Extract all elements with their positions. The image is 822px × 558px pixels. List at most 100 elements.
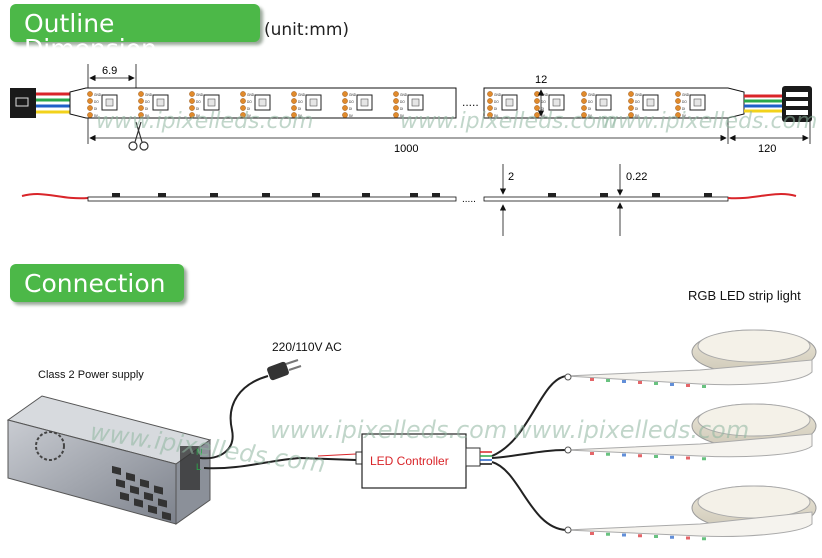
pad-dot bbox=[393, 98, 399, 104]
pad-dot bbox=[581, 91, 587, 97]
watermark-2: www.ipixelleds.com bbox=[400, 109, 617, 134]
led-controller: LED Controller bbox=[355, 433, 492, 489]
strip-ellipsis: ..... bbox=[462, 95, 479, 109]
pad-dot bbox=[189, 91, 195, 97]
side-led-chip bbox=[112, 193, 120, 197]
pad-label: GND bbox=[94, 93, 102, 97]
pad-dot bbox=[393, 91, 399, 97]
pad-dot bbox=[393, 112, 399, 118]
side-led-chip bbox=[410, 193, 418, 197]
pad-label: GND bbox=[635, 93, 643, 97]
pad-label: GND bbox=[494, 93, 502, 97]
pad-label: DO bbox=[400, 100, 405, 104]
pad-label: 5V bbox=[298, 114, 303, 118]
pad-dot bbox=[291, 91, 297, 97]
side-led-chip bbox=[210, 193, 218, 197]
pad-label: DI bbox=[196, 107, 199, 111]
pad-label: DO bbox=[94, 100, 99, 104]
pad-dot bbox=[342, 112, 348, 118]
pad-label: DI bbox=[247, 107, 250, 111]
pad-dot bbox=[240, 112, 246, 118]
pad-dot bbox=[87, 112, 93, 118]
pad-label: DI bbox=[588, 107, 591, 111]
pad-dot bbox=[87, 98, 93, 104]
power-supply-label: Class 2 Power supply bbox=[38, 369, 144, 381]
pad-label: DI bbox=[145, 107, 148, 111]
pad-dot bbox=[534, 91, 540, 97]
scissors-icon bbox=[128, 121, 149, 151]
pad-label: 5V bbox=[349, 114, 354, 118]
ac-label: 220/110V AC bbox=[272, 340, 342, 354]
pad-dot bbox=[628, 105, 634, 111]
side-led-chip bbox=[158, 193, 166, 197]
strip-label: RGB LED strip light bbox=[688, 288, 801, 303]
power-supply: N L bbox=[6, 395, 212, 525]
pad-dot bbox=[87, 105, 93, 111]
pad-label: DI bbox=[494, 107, 497, 111]
watermark-6: www.ipixelleds.com bbox=[512, 416, 749, 444]
connection-banner: Connection bbox=[10, 264, 184, 302]
pad-label: DO bbox=[145, 100, 150, 104]
pad-label: 5V bbox=[682, 114, 687, 118]
pad-label: GND bbox=[298, 93, 306, 97]
pad-dot bbox=[342, 91, 348, 97]
pad-dot bbox=[675, 98, 681, 104]
pad-label: 5V bbox=[247, 114, 252, 118]
terminal-l-label: L bbox=[196, 462, 201, 472]
outline-dimension-banner: Outline Dimension bbox=[10, 4, 260, 61]
strip-side-view: ..... 2 0.22 bbox=[21, 164, 797, 236]
pad-label: DO bbox=[298, 100, 303, 104]
watermark-1: www.ipixelleds.com bbox=[96, 109, 313, 134]
side-led-chip bbox=[548, 193, 556, 197]
pad-label: DO bbox=[541, 100, 546, 104]
pad-label: DO bbox=[196, 100, 201, 104]
pad-label: GND bbox=[400, 93, 408, 97]
pad-label: GND bbox=[145, 93, 153, 97]
side-led-chip bbox=[262, 193, 270, 197]
pad-label: GND bbox=[541, 93, 549, 97]
pad-label: DI bbox=[349, 107, 352, 111]
pad-dot bbox=[675, 91, 681, 97]
side-led-chip bbox=[432, 193, 440, 197]
led-strip-reel-3 bbox=[564, 485, 817, 537]
pad-dot bbox=[138, 91, 144, 97]
pad-label: DO bbox=[588, 100, 593, 104]
pad-dot bbox=[189, 112, 195, 118]
pad-dot bbox=[628, 112, 634, 118]
pad-dot bbox=[487, 91, 493, 97]
side-led-chip bbox=[600, 193, 608, 197]
ac-plug-icon bbox=[199, 359, 302, 460]
pad-dot bbox=[628, 91, 634, 97]
width-dimension: 12 bbox=[535, 74, 547, 86]
pad-label: GND bbox=[349, 93, 357, 97]
pad-dot bbox=[240, 91, 246, 97]
pad-label: 5V bbox=[145, 114, 150, 118]
pad-label: DO bbox=[494, 100, 499, 104]
pad-dot bbox=[581, 112, 587, 118]
side-led-chip bbox=[704, 193, 712, 197]
dimension-lines-top: 6.9 12 1000 120 bbox=[87, 64, 811, 155]
pad-dot bbox=[628, 98, 634, 104]
pad-dot bbox=[534, 98, 540, 104]
unit-label: (unit:mm) bbox=[264, 20, 350, 40]
watermark-5: www.ipixelleds.com bbox=[270, 416, 507, 444]
left-connector bbox=[10, 88, 36, 118]
pad-label: DI bbox=[682, 107, 685, 111]
pad-dot bbox=[487, 105, 493, 111]
pad-dot bbox=[581, 105, 587, 111]
side-led-chip bbox=[362, 193, 370, 197]
pad-dot bbox=[487, 98, 493, 104]
pad-label: DO bbox=[247, 100, 252, 104]
pcb-thickness-dimension: 0.22 bbox=[626, 171, 647, 183]
pad-label: DI bbox=[635, 107, 638, 111]
pad-dot bbox=[189, 105, 195, 111]
pad-dot bbox=[291, 112, 297, 118]
pad-label: 5V bbox=[400, 114, 405, 118]
pad-dot bbox=[675, 105, 681, 111]
pad-label: 5V bbox=[588, 114, 593, 118]
pad-dot bbox=[342, 98, 348, 104]
strip-top-view: GND DO DI 5V GND DO DI 5V GND DO DI 5V GND DO DI 5V GND D… bbox=[10, 86, 812, 122]
length-dimension: 1000 bbox=[394, 143, 418, 155]
led-strip-reel-2 bbox=[564, 403, 817, 458]
